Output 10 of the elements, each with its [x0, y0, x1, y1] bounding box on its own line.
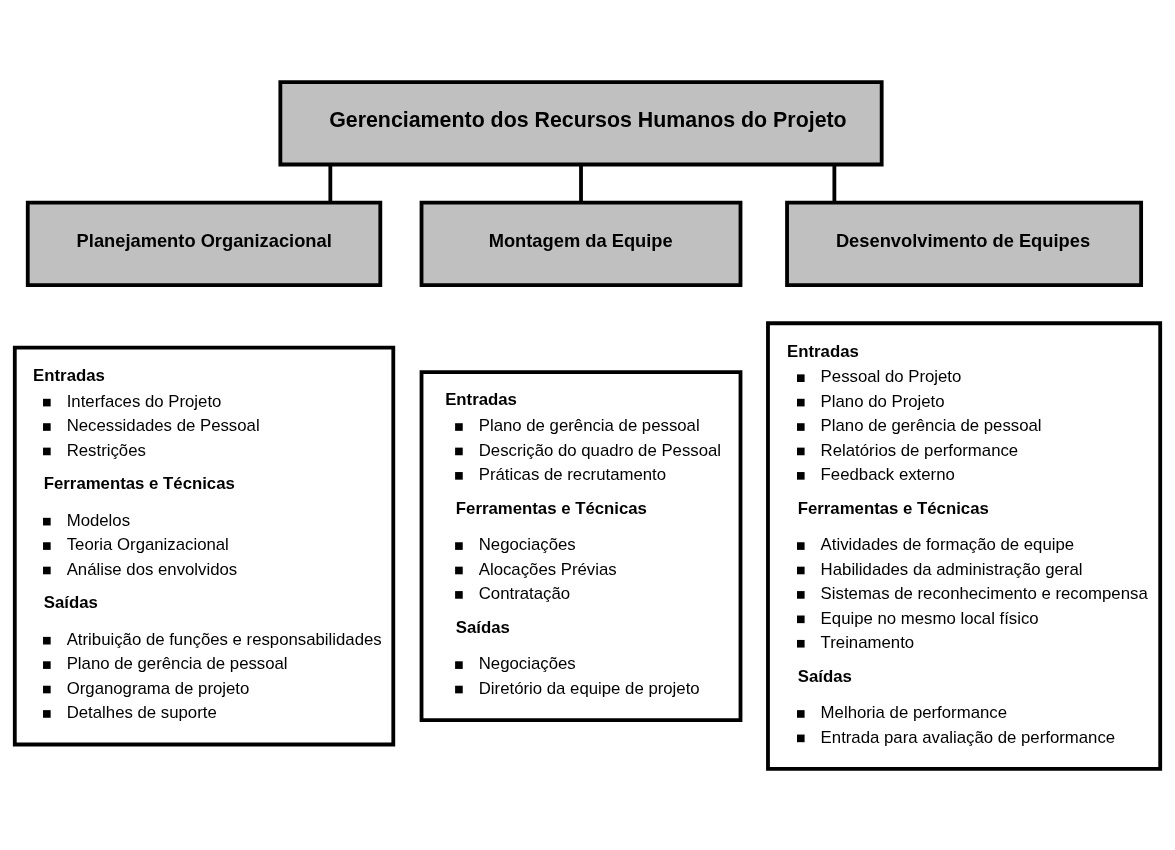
node-box: Entradas Plano de gerência de pessoal Descrição do quadro de Pessoal Práticas de recrutamento Ferramentas e Técnicas Negociações Alocações Prévias Contratação Saídas Negociações Diretório da equipe de projeto	[419, 369, 743, 722]
node-box: Planejamento Organizacional	[25, 200, 383, 287]
node-box: Entradas Interfaces do Projeto Necessidades de Pessoal Restrições Ferramentas e Técnicas Modelos Teoria Organizacional Análise dos envolvidos Saídas Atribuição de funções e responsabilidades Plano de gerência de pessoal Organograma de projeto Detalhes de suporte	[12, 345, 396, 746]
node-box: Entradas Pessoal do Projeto Plano do Projeto Plano de gerência de pessoal Relatórios de performance Feedback externo Ferramentas e Técnicas Atividades de formação de equipe Habilidades da administração geral Sistemas de reconhecimento e recompensa Equipe no mesmo local físico Treinamento Saídas Melhoria de performance Entrada para avaliação de performance	[766, 320, 1163, 771]
node-box: Desenvolvimento de Equipes	[785, 200, 1144, 287]
connector	[328, 164, 333, 202]
node-box: Montagem da Equipe	[419, 200, 743, 287]
connector	[579, 164, 583, 202]
connector	[832, 164, 837, 202]
node-box: Gerenciamento dos Recursos Humanos do Projeto	[278, 79, 884, 166]
